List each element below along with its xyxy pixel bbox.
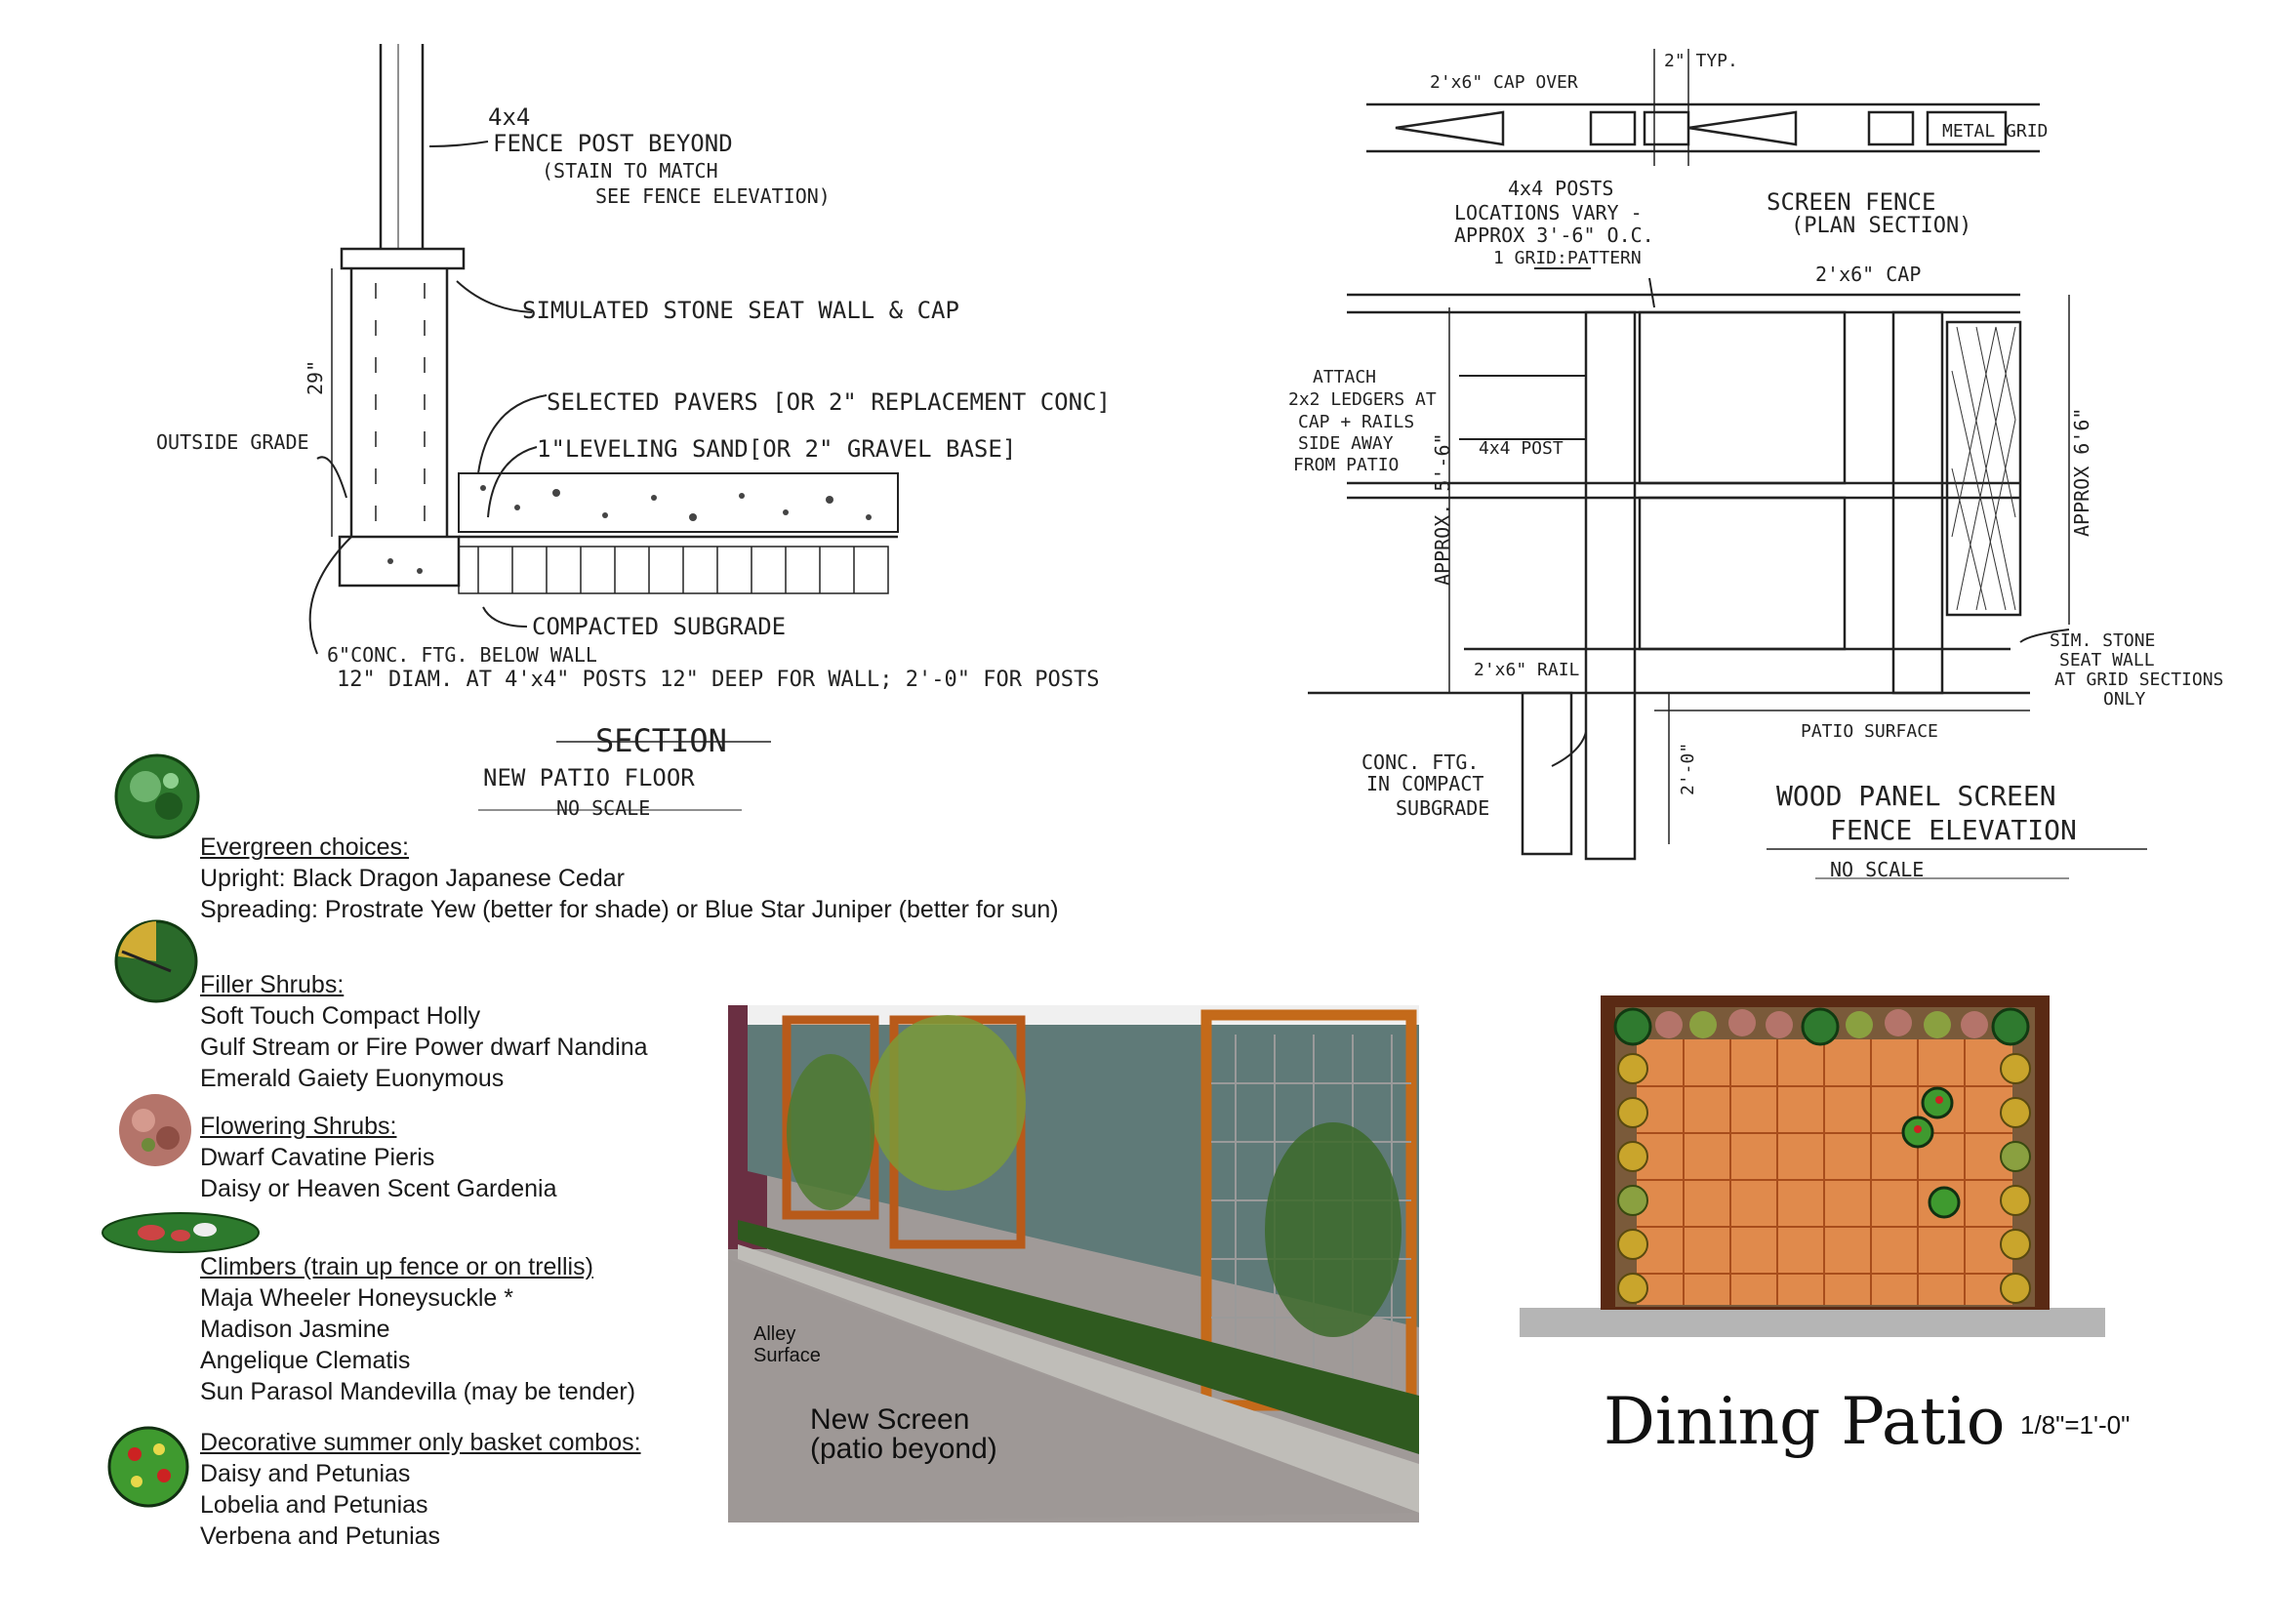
legend-evergreen-heading: Evergreen choices: xyxy=(200,833,410,861)
fence-attach-5: FROM PATIO xyxy=(1293,455,1399,475)
fence-scale: NO SCALE xyxy=(1830,858,1924,881)
legend-evergreen-item: Upright: Black Dragon Japanese Cedar xyxy=(200,865,625,892)
fence-attach-1: ATTACH xyxy=(1313,367,1376,387)
section-post-label-1: 4x4 xyxy=(488,103,530,131)
legend-filler-heading: Filler Shrubs: xyxy=(200,971,345,998)
legend-filler-item: Soft Touch Compact Holly xyxy=(200,1002,481,1030)
photo-caption-1: New Screen xyxy=(810,1403,970,1436)
section-height-label: 29" xyxy=(304,360,327,395)
section-title: SECTION xyxy=(595,722,727,759)
photo-caption: New Screen (patio beyond) xyxy=(810,1405,997,1464)
section-sand-label: 1"LEVELING SAND[OR 2" GRAVEL BASE] xyxy=(537,435,1016,463)
fence-cap-label-2: 2'x6" CAP xyxy=(1815,263,1921,286)
fence-stone-3: AT GRID SECTIONS xyxy=(2054,670,2223,690)
legend-baskets-item: Daisy and Petunias xyxy=(200,1460,411,1487)
section-footing-label-1: 6"CONC. FTG. BELOW WALL xyxy=(327,643,597,667)
section-footing-label-2: 12" DIAM. AT 4'x4" POSTS 12" DEEP FOR WA… xyxy=(337,668,1099,692)
section-pavers-label: SELECTED PAVERS [OR 2" REPLACEMENT CONC] xyxy=(547,388,1111,416)
fence-typ-label: 2" TYP. xyxy=(1664,51,1738,71)
filler-shrub-symbol-icon xyxy=(114,919,198,1003)
alley-label-2: Surface xyxy=(753,1345,821,1366)
fence-attach-2: 2x2 LEDGERS AT xyxy=(1288,389,1437,410)
patio-title: Dining Patio xyxy=(1604,1384,2006,1459)
fence-height-right: APPROX 6'6" xyxy=(2070,408,2093,537)
legend-climbers-item: Angelique Clematis xyxy=(200,1347,411,1374)
fence-posts-label-3: APPROX 3'-6" O.C. xyxy=(1454,223,1654,247)
legend-climbers-heading: Climbers (train up fence or on trellis) xyxy=(200,1253,593,1280)
fence-footing-1: CONC. FTG. xyxy=(1361,751,1479,774)
fence-depth-label: 2'-0" xyxy=(1678,743,1698,795)
alley-label-1: Alley xyxy=(753,1323,796,1345)
fence-posts-label-1: 4x4 POSTS xyxy=(1508,177,1613,200)
fence-stone-4: ONLY xyxy=(2103,689,2146,710)
legend-filler-item: Emerald Gaiety Euonymous xyxy=(200,1065,505,1092)
fence-posts-label-2: LOCATIONS VARY - xyxy=(1454,201,1643,224)
alley-label: Alley Surface xyxy=(753,1323,821,1366)
legend-evergreen-item: Spreading: Prostrate Yew (better for sha… xyxy=(200,896,1059,923)
section-scale: NO SCALE xyxy=(556,796,650,820)
fence-height-left: APPROX. 5'-6" xyxy=(1431,432,1454,586)
fence-stone-2: SEAT WALL xyxy=(2059,650,2155,670)
dining-patio-plan xyxy=(1520,995,2105,1337)
section-wall-label: SIMULATED STONE SEAT WALL & CAP xyxy=(522,297,959,324)
legend-filler-item: Gulf Stream or Fire Power dwarf Nandina xyxy=(200,1034,648,1061)
patio-scale: 1/8"=1'-0" xyxy=(2020,1410,2131,1440)
legend-baskets-item: Lobelia and Petunias xyxy=(200,1491,428,1519)
section-drawing: 4x4 FENCE POST BEYOND (STAIN TO MATCH SE… xyxy=(156,44,1111,820)
basket-symbol-icon xyxy=(107,1426,189,1508)
plant-symbols xyxy=(1613,1007,2031,1304)
fence-patio-surface: PATIO SURFACE xyxy=(1801,721,1938,742)
fence-attach-3: CAP + RAILS xyxy=(1298,412,1414,432)
fence-metal-grid: METAL GRID xyxy=(1942,121,2048,142)
evergreen-symbol-icon xyxy=(114,753,200,839)
section-post-label-2: FENCE POST BEYOND xyxy=(493,130,733,157)
section-subtitle: NEW PATIO FLOOR xyxy=(483,764,695,792)
fence-photo-image xyxy=(728,1005,1419,1522)
photo-caption-2: (patio beyond) xyxy=(810,1433,997,1465)
climber-symbol-icon xyxy=(102,1212,260,1253)
section-post-label-4: SEE FENCE ELEVATION) xyxy=(595,184,831,208)
fence-post-label: 4x4 POST xyxy=(1479,438,1564,459)
flowering-shrub-symbol-icon xyxy=(119,1094,191,1166)
legend-climbers-item: Madison Jasmine xyxy=(200,1316,390,1343)
fence-plan-title-1: SCREEN FENCE xyxy=(1767,188,1935,216)
fence-footing-2: IN COMPACT xyxy=(1366,772,1483,795)
fence-attach-4: SIDE AWAY xyxy=(1298,433,1394,454)
section-outside-grade: OUTSIDE GRADE xyxy=(156,430,309,454)
section-subgrade-label: COMPACTED SUBGRADE xyxy=(532,613,786,640)
section-post-label-3: (STAIN TO MATCH xyxy=(542,159,718,183)
fence-cap-label: 2'x6" CAP OVER xyxy=(1430,72,1578,93)
legend-baskets-heading: Decorative summer only basket combos: xyxy=(200,1429,641,1456)
fence-rail-label: 2'x6" RAIL xyxy=(1474,660,1580,680)
fence-posts-label-4: 1 GRID:PATTERN xyxy=(1493,248,1642,268)
fence-photo xyxy=(728,1005,1419,1522)
fence-elevation-drawing: 2'x6" CAP OVER 2" TYP. METAL GRID 4x4 PO… xyxy=(1288,49,2223,881)
fence-footing-3: SUBGRADE xyxy=(1396,796,1489,820)
fence-stone-1: SIM. STONE xyxy=(2050,630,2155,651)
legend-climbers-item: Sun Parasol Mandevilla (may be tender) xyxy=(200,1378,636,1405)
fence-title-2: FENCE ELEVATION xyxy=(1830,814,2077,846)
legend-flowering-heading: Flowering Shrubs: xyxy=(200,1113,397,1140)
legend-flowering-item: Dwarf Cavatine Pieris xyxy=(200,1144,435,1171)
fence-plan-title-2: (PLAN SECTION) xyxy=(1791,214,1971,238)
legend-baskets-item: Verbena and Petunias xyxy=(200,1522,441,1550)
legend-climbers-item: Maja Wheeler Honeysuckle * xyxy=(200,1284,513,1312)
fence-title-1: WOOD PANEL SCREEN xyxy=(1776,780,2056,812)
legend-flowering-item: Daisy or Heaven Scent Gardenia xyxy=(200,1175,557,1202)
